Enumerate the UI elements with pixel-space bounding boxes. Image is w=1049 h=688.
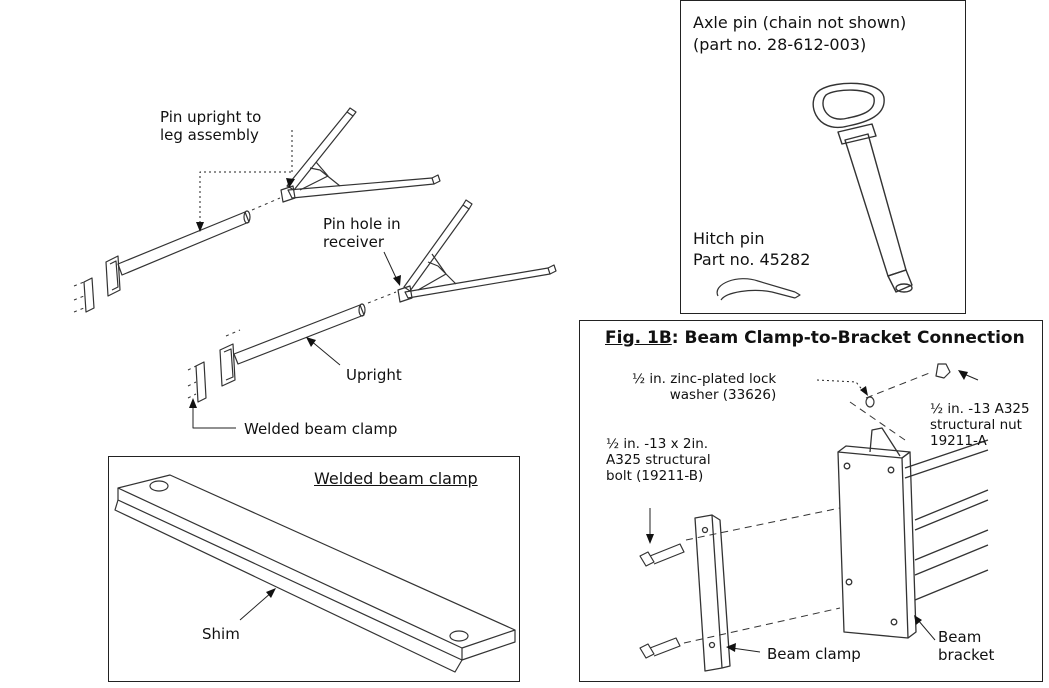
washer-label: ½ in. zinc-plated lock washer (33626) — [632, 371, 777, 403]
beam-bracket-label: Beam bracket — [938, 628, 995, 664]
lower-leg-assembly — [397, 199, 557, 303]
pin-hole-label: Pin hole in receiver — [323, 215, 401, 251]
beam-bracket — [837, 427, 989, 639]
upper-leg-assembly — [280, 107, 441, 203]
axle-pin-box — [680, 0, 966, 314]
hitch-pin-text: Hitch pin Part no. 45282 — [693, 229, 811, 269]
fig1b-box — [579, 320, 1043, 682]
nut-label: ½ in. -13 A325 structural nut 19211-A — [930, 401, 1030, 449]
beam-clamp-bar — [694, 514, 731, 672]
bolts — [639, 543, 685, 659]
hitch-pin-drawing — [716, 278, 801, 301]
axle-pin-drawing — [812, 82, 913, 293]
pin-upright-label: Pin upright to leg assembly — [160, 108, 262, 144]
bolt-label: ½ in. -13 x 2in. A325 structural bolt (1… — [606, 436, 711, 484]
lower-upright — [195, 303, 366, 403]
nut-and-washer — [865, 363, 951, 408]
fig1b-title: Fig. 1B: Beam Clamp-to-Bracket Connectio… — [605, 328, 1025, 348]
clamp-detail-title: Welded beam clamp — [314, 469, 478, 488]
upper-upright — [83, 210, 251, 313]
beam-clamp-label: Beam clamp — [767, 645, 861, 663]
clamp-detail-box — [108, 456, 520, 682]
upright-label: Upright — [346, 366, 402, 384]
axle-pin-text: Axle pin (chain not shown) (part no. 28-… — [693, 13, 907, 54]
welded-beam-clamp-label: Welded beam clamp — [244, 420, 398, 438]
shim-label: Shim — [202, 625, 240, 643]
beam-clamp-plate — [114, 474, 516, 673]
